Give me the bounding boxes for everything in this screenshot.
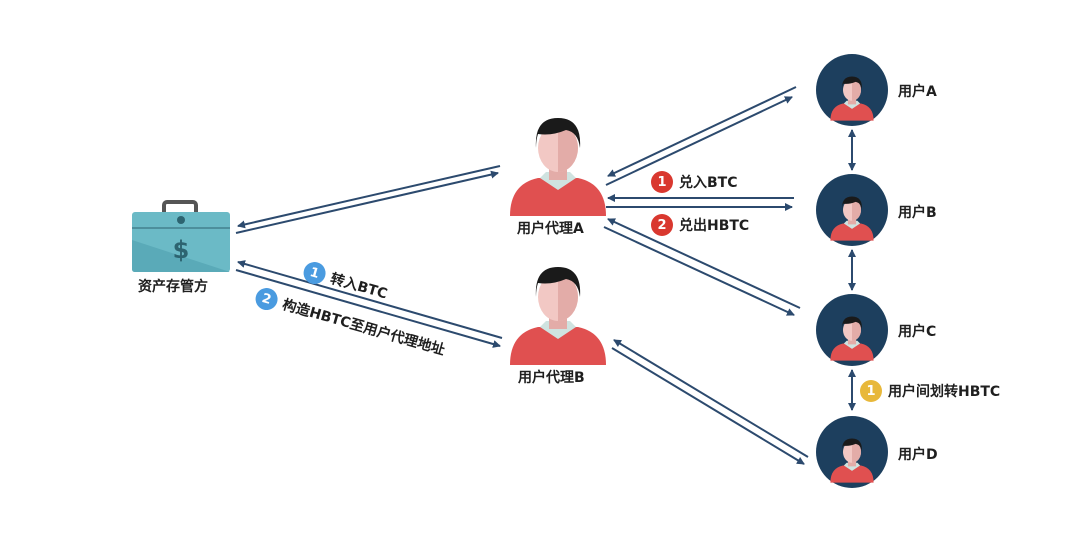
user-d-avatar bbox=[816, 416, 888, 488]
step-text: 兑入BTC bbox=[679, 175, 738, 191]
step-badge: 1 bbox=[860, 380, 882, 402]
step-badge: 2 bbox=[651, 214, 673, 236]
user-c-avatar bbox=[816, 294, 888, 366]
step-text: 兑出HBTC bbox=[679, 218, 750, 234]
user-c-label: 用户C bbox=[898, 324, 937, 340]
custodian-label: 资产存管方 bbox=[138, 279, 208, 295]
arrow-custodian-agent-a bbox=[235, 165, 501, 234]
arrow-agent-a-user-b bbox=[606, 194, 794, 211]
svg-text:$: $ bbox=[173, 236, 190, 264]
user-d-label: 用户D bbox=[898, 447, 938, 463]
briefcase-icon: $ bbox=[132, 200, 230, 272]
arrow-agent-a-user-c bbox=[603, 218, 801, 316]
step-deposit-btc: 1 兑入BTC bbox=[651, 171, 738, 193]
step-withdraw-hbtc: 2 兑出HBTC bbox=[651, 214, 749, 236]
step-user-transfer: 1 用户间划转HBTC bbox=[860, 380, 1000, 402]
step-badge: 1 bbox=[651, 171, 673, 193]
arrow-custodian-agent-b bbox=[235, 260, 503, 348]
agent-b-label: 用户代理B bbox=[518, 370, 585, 386]
arrow-agent-a-user-a bbox=[605, 86, 797, 186]
agent-b-avatar bbox=[510, 267, 606, 365]
agent-a-label: 用户代理A bbox=[517, 221, 584, 237]
user-b-avatar bbox=[816, 174, 888, 246]
user-a-avatar bbox=[816, 54, 888, 126]
user-a-label: 用户A bbox=[898, 84, 937, 100]
step-text: 用户间划转HBTC bbox=[888, 384, 1001, 400]
arrow-agent-b-user-d bbox=[611, 339, 809, 465]
user-b-label: 用户B bbox=[898, 205, 937, 221]
agent-a-avatar bbox=[510, 118, 606, 216]
